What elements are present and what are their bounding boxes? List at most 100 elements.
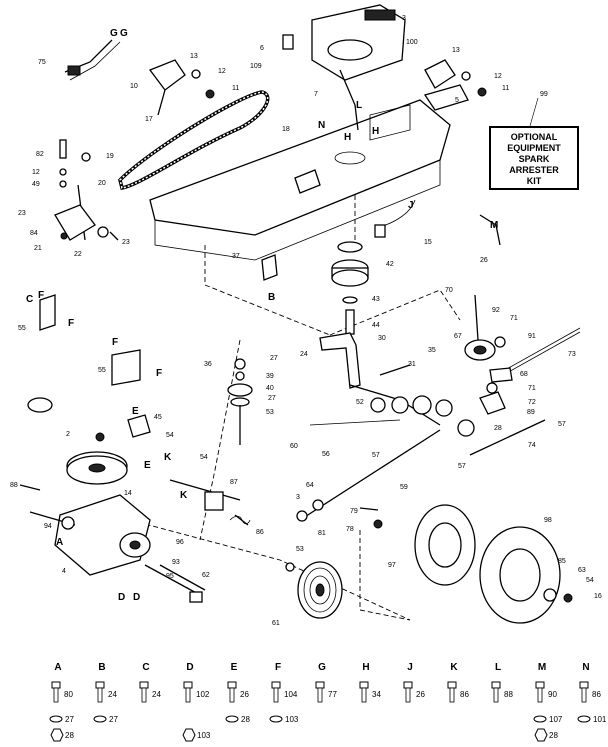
callout-18: 18	[282, 126, 290, 133]
legend-letter: A	[54, 662, 61, 673]
nut-icon	[534, 728, 548, 742]
bolt-shank-icon	[493, 687, 499, 703]
callout-54-mid: 54	[200, 454, 208, 461]
callout-67: 67	[454, 333, 462, 340]
bolt-shank-icon	[53, 687, 59, 703]
bolt-head-icon	[535, 681, 545, 689]
nut-icon	[182, 728, 196, 742]
bolt-head-icon	[579, 681, 589, 689]
callout-86: 86	[256, 529, 264, 536]
letter-h: H	[344, 132, 351, 143]
bolt-head-icon	[491, 681, 501, 689]
callout-85: 85	[558, 558, 566, 565]
letter-e-2: E	[144, 460, 151, 471]
legend-part-number: 86	[460, 690, 469, 699]
callout-54-low: 54	[586, 577, 594, 584]
callout-31: 31	[408, 361, 416, 368]
optional-box-line-1: OPTIONAL	[511, 132, 558, 142]
callout-71-low: 71	[528, 385, 536, 392]
legend-part-number: 24	[152, 690, 161, 699]
bolt-head-icon	[95, 681, 105, 689]
callout-12-mid: 12	[32, 169, 40, 176]
callout-93: 93	[172, 559, 180, 566]
legend-extra-1: 103	[285, 715, 299, 724]
engine	[282, 4, 406, 131]
small-parts	[27, 39, 501, 442]
legend-part-number: 90	[548, 690, 557, 699]
legend-part-number: 104	[284, 690, 298, 699]
callout-91: 91	[528, 333, 536, 340]
callout-49: 49	[32, 181, 40, 188]
legend-extra-2: 28	[549, 731, 558, 740]
callout-4: 4	[62, 568, 66, 575]
washer-icon	[49, 715, 63, 723]
pulley-stack	[331, 241, 369, 335]
legend-letter: J	[407, 662, 413, 673]
callout-37: 37	[232, 253, 240, 260]
callout-56: 56	[322, 451, 330, 458]
callout-70: 70	[445, 287, 453, 294]
bolt-head-icon	[447, 681, 457, 689]
callout-63: 63	[578, 567, 586, 574]
letter-e-1: E	[132, 406, 139, 417]
callout-27-low: 27	[268, 395, 276, 402]
callout-109: 109	[250, 63, 262, 70]
legend-extra-1: 27	[109, 715, 118, 724]
bolt-shank-icon	[361, 687, 367, 703]
callout-36: 36	[204, 361, 212, 368]
callout-44: 44	[372, 322, 380, 329]
callout-84: 84	[30, 230, 38, 237]
legend-item-g: G77	[315, 662, 337, 703]
optional-box-line-2: EQUIPMENT	[507, 143, 561, 153]
letter-d-2: D	[133, 592, 140, 603]
callout-19: 19	[106, 153, 114, 160]
callout-71-top: 71	[510, 315, 518, 322]
callout-13-right: 13	[452, 47, 460, 54]
callout-97: 97	[388, 562, 396, 569]
legend-part-number: 80	[64, 690, 73, 699]
legend-extra-1: 28	[241, 715, 250, 724]
nut-icon	[50, 728, 64, 742]
callout-98: 98	[544, 517, 552, 524]
callout-42: 42	[386, 261, 394, 268]
callout-82: 82	[36, 151, 44, 158]
connection-letters: G G N H L H M J C F F F F B E E K K D D …	[26, 28, 498, 603]
callout-64: 64	[306, 482, 314, 489]
legend-item-c: C24	[139, 662, 161, 703]
callout-88: 88	[10, 482, 18, 489]
bolt-head-icon	[227, 681, 237, 689]
gear-assembly	[464, 294, 581, 383]
callout-labels: 3 6 109 7 100 13 12 11 5 75 13 12 10 11 …	[10, 15, 602, 627]
callout-43: 43	[372, 296, 380, 303]
callout-62: 62	[202, 572, 210, 579]
legend-part-number: 77	[328, 690, 337, 699]
callout-89: 89	[527, 409, 535, 416]
callout-87: 87	[230, 479, 238, 486]
legend-part-number: 102	[196, 690, 210, 699]
rear-wheels	[414, 504, 573, 624]
bolt-shank-icon	[405, 687, 411, 703]
bolt-shank-icon	[273, 687, 279, 703]
brake-linkage	[19, 479, 251, 526]
callout-2: 2	[66, 431, 70, 438]
bolt-shank-icon	[317, 687, 323, 703]
callout-12-right: 12	[494, 73, 502, 80]
callout-16: 16	[594, 593, 602, 600]
callout-10: 10	[130, 83, 138, 90]
legend-extra-1: 101	[593, 715, 607, 724]
bolt-head-icon	[139, 681, 149, 689]
callout-7: 7	[314, 91, 318, 98]
idler-assembly	[227, 358, 253, 445]
bolt-shank-icon	[537, 687, 543, 703]
optional-box-line-3: SPARK	[519, 154, 550, 164]
callout-30: 30	[378, 335, 386, 342]
callout-78: 78	[346, 526, 354, 533]
callout-3-low: 3	[296, 494, 300, 501]
callout-74: 74	[528, 442, 536, 449]
callout-60: 60	[290, 443, 298, 450]
optional-box-line-5: KIT	[527, 176, 542, 186]
callout-23-left: 23	[18, 210, 26, 217]
